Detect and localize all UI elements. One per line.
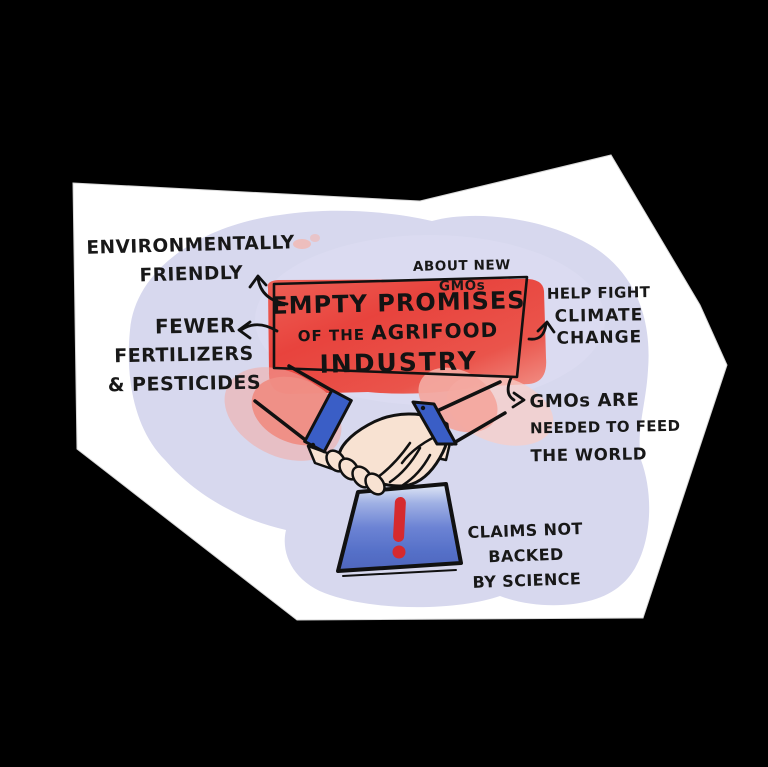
finger-line-3 [401, 453, 432, 487]
right-cuff [411, 400, 458, 446]
pink-smudge-1 [293, 239, 311, 249]
claim-feed-the-world: GMOs ARE NEEDED TO FEED THE WORLD [529, 386, 690, 470]
arrows [237, 274, 556, 409]
banner-title-line-3: INDUSTRY [319, 346, 479, 379]
left-hand-knuckles [325, 449, 386, 496]
left-cuff-button [310, 442, 316, 448]
claim-feed-line-1: GMOs ARE [529, 389, 640, 413]
warning-exclamation-sign [336, 482, 463, 577]
finger-line-1 [376, 441, 412, 479]
claim-climate-change: HELP FIGHT CLIMATE CHANGE [542, 281, 655, 350]
claim-env-line-1: ENVIRONMENTALLY [86, 232, 296, 259]
banner-border [272, 275, 529, 379]
claim-inputs-line-3: & PESTICIDES [107, 371, 262, 397]
banner-title: EMPTY PROMISES OF THE AGRIFOOD INDUSTRY [271, 285, 526, 380]
finger-line-2 [388, 446, 422, 484]
banner-title-line-2a: OF THE [297, 325, 372, 346]
pink-smudge-2 [310, 234, 320, 242]
arrow-to-fewer-fertilizers [237, 320, 279, 340]
handshake-illustration [253, 364, 507, 496]
banner-fill [267, 278, 547, 395]
claim-inputs-line-1: FEWER [154, 313, 237, 339]
claim-env-line-2: FRIENDLY [139, 262, 244, 287]
claim-climate-line-2: CLIMATE [554, 304, 644, 327]
claim-inputs-line-2: FERTILIZERS [114, 342, 254, 368]
arrow-to-environmentally-friendly [248, 274, 289, 306]
left-arm-top-line [287, 364, 340, 396]
claim-climate-line-1: HELP FIGHT [546, 283, 651, 303]
right-cuff-button [420, 405, 426, 411]
claim-fewer-fertilizers: FEWER FERTILIZERS & PESTICIDES [87, 310, 280, 400]
arrow-to-gmos-feed-world [506, 376, 526, 409]
arrow-to-climate-change [527, 320, 556, 341]
claim-feed-line-3: THE WORLD [530, 444, 648, 466]
banner-title-line-2b: AGRIFOOD [370, 317, 499, 345]
verdict-line-3: BY SCIENCE [472, 569, 582, 592]
claim-environmentally-friendly: ENVIRONMENTALLY FRIENDLY [79, 228, 302, 292]
claim-climate-line-3: CHANGE [556, 327, 643, 349]
left-cuff [303, 388, 353, 454]
claim-feed-line-2: NEEDED TO FEED [529, 416, 681, 438]
verdict-claims-not-backed: CLAIMS NOT BACKED BY SCIENCE [457, 516, 596, 596]
right-arm-bottom-line [450, 411, 507, 446]
banner-title-line-2: OF THE AGRIFOOD [272, 315, 525, 351]
exclamation-mark [392, 497, 406, 559]
right-arm-top-line [435, 380, 502, 413]
verdict-line-1: CLAIMS NOT [467, 519, 584, 543]
